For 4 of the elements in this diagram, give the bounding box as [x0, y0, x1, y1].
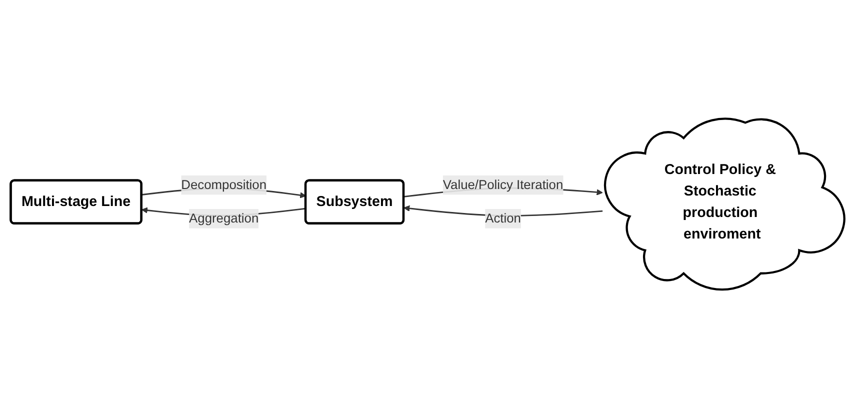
edge-label: Aggregation	[189, 211, 259, 226]
edge-label: Decomposition	[181, 178, 267, 192]
edge-label: Value/Policy Iteration	[442, 178, 564, 192]
edge-label: Action	[485, 212, 521, 226]
